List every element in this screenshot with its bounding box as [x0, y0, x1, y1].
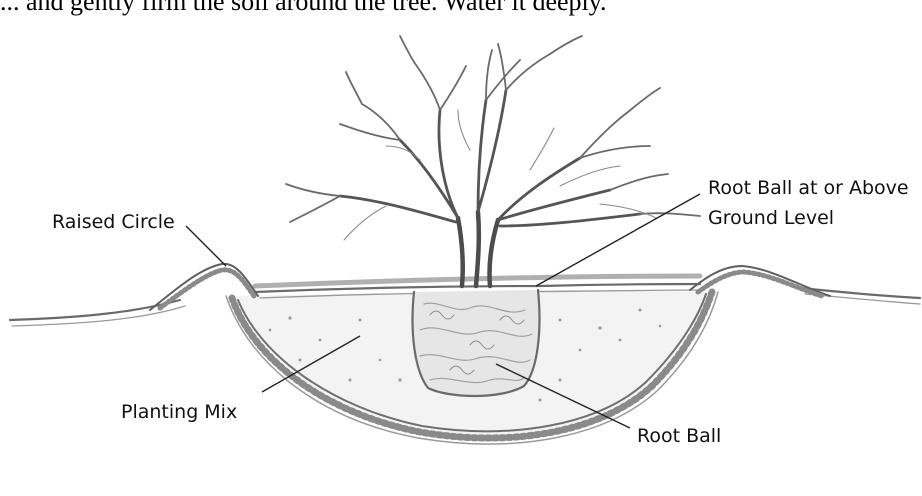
bare-root-tree	[286, 36, 700, 286]
root-ball	[413, 290, 540, 396]
label-planting-mix: Planting Mix	[121, 401, 237, 423]
leader-raised-circle	[186, 226, 226, 266]
label-root-ball-level-line1: Root Ball at or Above	[708, 177, 909, 199]
leader-root-ball-level	[536, 194, 700, 286]
label-root-ball-level-line2: Ground Level	[708, 207, 834, 229]
label-root-ball: Root Ball	[637, 425, 721, 447]
label-raised-circle: Raised Circle	[52, 211, 175, 233]
